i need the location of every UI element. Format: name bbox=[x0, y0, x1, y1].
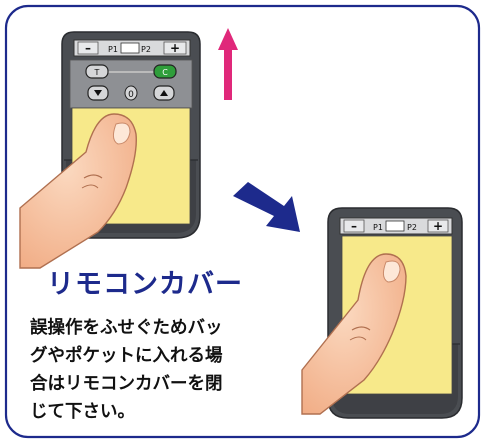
minus-key-label: – bbox=[85, 41, 91, 55]
remote-closed: – P1 P2 + bbox=[301, 207, 463, 419]
description-line: じて下さい。 bbox=[30, 402, 135, 422]
finger-closed bbox=[301, 253, 407, 415]
plus-key-label-closed: + bbox=[433, 219, 443, 233]
p2-label-closed: P2 bbox=[407, 223, 417, 232]
plus-key-label: + bbox=[170, 41, 180, 55]
description-line: 誤操作をふせぐためバッ bbox=[30, 318, 223, 338]
t-button bbox=[85, 64, 109, 79]
up-arrow-icon bbox=[218, 28, 238, 100]
p2-label: P2 bbox=[141, 45, 151, 54]
switch-slot-closed bbox=[385, 220, 405, 232]
t-button-label: T bbox=[94, 68, 100, 77]
p1-label-closed: P1 bbox=[373, 223, 383, 232]
minus-key-label-closed: – bbox=[351, 219, 357, 233]
section-title: リモコンカバー bbox=[47, 269, 243, 300]
c-button-label: C bbox=[162, 68, 168, 77]
switch-slot bbox=[120, 42, 140, 54]
c-button bbox=[153, 64, 177, 79]
finger-open bbox=[19, 113, 137, 269]
p1-label: P1 bbox=[108, 45, 118, 54]
diagonal-arrow-icon bbox=[233, 182, 300, 232]
zero-button-label: 0 bbox=[128, 90, 134, 100]
description-line: グやポケットに入れる場 bbox=[30, 346, 223, 366]
description: 誤操作をふせぐためバッ グやポケットに入れる場 合はリモコンカバーを閉 じて下さ… bbox=[30, 314, 290, 426]
remote-open: – P1 P2 + T C 0 bbox=[19, 31, 201, 269]
description-line: 合はリモコンカバーを閉 bbox=[30, 374, 223, 394]
